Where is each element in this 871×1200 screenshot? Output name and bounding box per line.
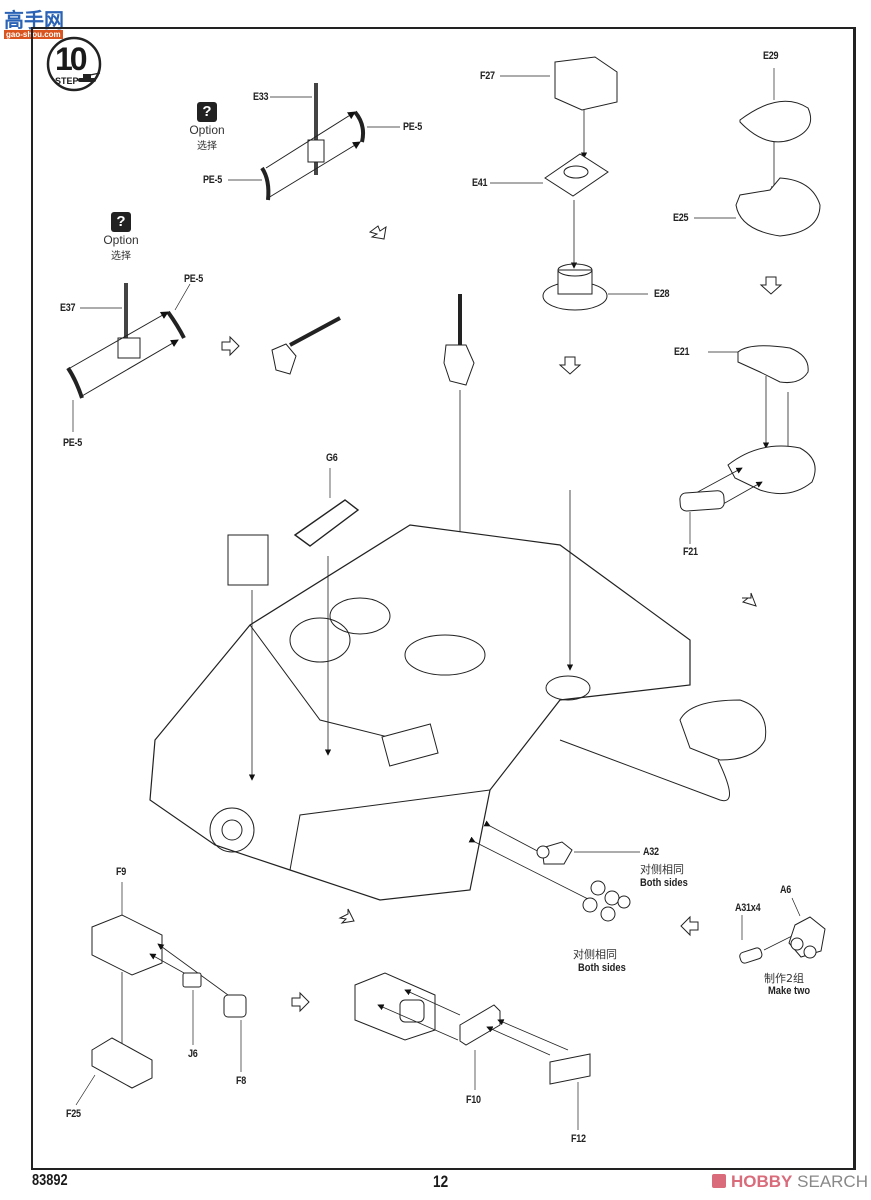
hobby-search-watermark: HOBBY SEARCH [712,1172,868,1192]
note-make-two-cn: 制作2组 [764,972,804,985]
part-label-f27: F27 [480,70,495,82]
tank-icon [78,72,101,82]
part-label-f21: F21 [683,546,698,558]
part-label-a6: A6 [780,884,792,896]
part-label-g6: G6 [326,452,338,464]
question-icon: ? [197,102,217,122]
part-label-e21: E21 [674,346,690,358]
part-label-e33: E33 [253,91,269,103]
part-label-pe5: PE-5 [403,121,423,133]
part-label-e29: E29 [763,50,779,62]
part-label-j6: J6 [188,1048,198,1060]
hatch-assembly [735,68,821,237]
instruction-frame [31,27,856,1170]
part-label-a32: A32 [643,846,659,858]
part-label-pe5: PE-5 [184,273,204,285]
step-badge-circle [46,36,102,92]
e33-mirror-assembly [260,83,366,201]
note-make-two-en: Make two [768,985,811,997]
part-label-f25: F25 [66,1108,81,1120]
part-label-f9: F9 [116,866,127,878]
option-label-en: Option [189,123,225,137]
part-label-e28: E28 [654,288,670,300]
part-label-e25: E25 [673,212,689,224]
note-both-sides-en: Both sides [640,877,688,889]
note-both-sides-en: Both sides [578,962,626,974]
option-label-en: Option [103,233,139,247]
part-label-a31x4: A31x4 [735,902,761,914]
note-both-sides-cn: 对侧相同 [640,863,684,876]
hobby-search-logo-icon [712,1174,726,1188]
f9-assembly [75,882,247,1106]
option-badge: ? Option 选择 [177,102,237,152]
part-label-f10: F10 [466,1094,481,1106]
page-number: 12 [433,1172,449,1191]
antenna-mount-b [443,294,475,571]
option-label-cn: 选择 [197,141,217,152]
a6-assembly [739,897,826,964]
part-label-pe5: PE-5 [63,437,83,449]
f10-assembly [354,972,591,1130]
watermark-word: SEARCH [797,1172,868,1191]
part-label-f8: F8 [236,1075,247,1087]
step-label: STEP [55,76,79,86]
kit-number: 83892 [32,1172,68,1189]
optic-box [227,534,269,586]
part-label-f12: F12 [571,1133,586,1145]
option-badge: ? Option 选择 [91,212,151,262]
option-label-cn: 选择 [111,251,131,262]
part-g6-shape [293,499,360,547]
part-label-e37: E37 [60,302,76,314]
question-icon: ? [111,212,131,232]
part-label-pe5: PE-5 [203,174,223,186]
site-url: gao-shou.com [4,30,63,39]
step-number: 10 [55,41,88,77]
note-both-sides-cn: 对侧相同 [573,948,617,961]
smoke-discharger [468,820,640,922]
antenna-mount-a [271,316,341,375]
part-label-e41: E41 [472,177,488,189]
watermark-brand: HOBBY [731,1172,793,1191]
e37-mirror-assembly [66,283,186,399]
sight-stack [542,56,618,311]
turret-body [149,524,691,901]
cupola-assembly [679,345,816,512]
flow-arrow-icons [221,225,783,1013]
